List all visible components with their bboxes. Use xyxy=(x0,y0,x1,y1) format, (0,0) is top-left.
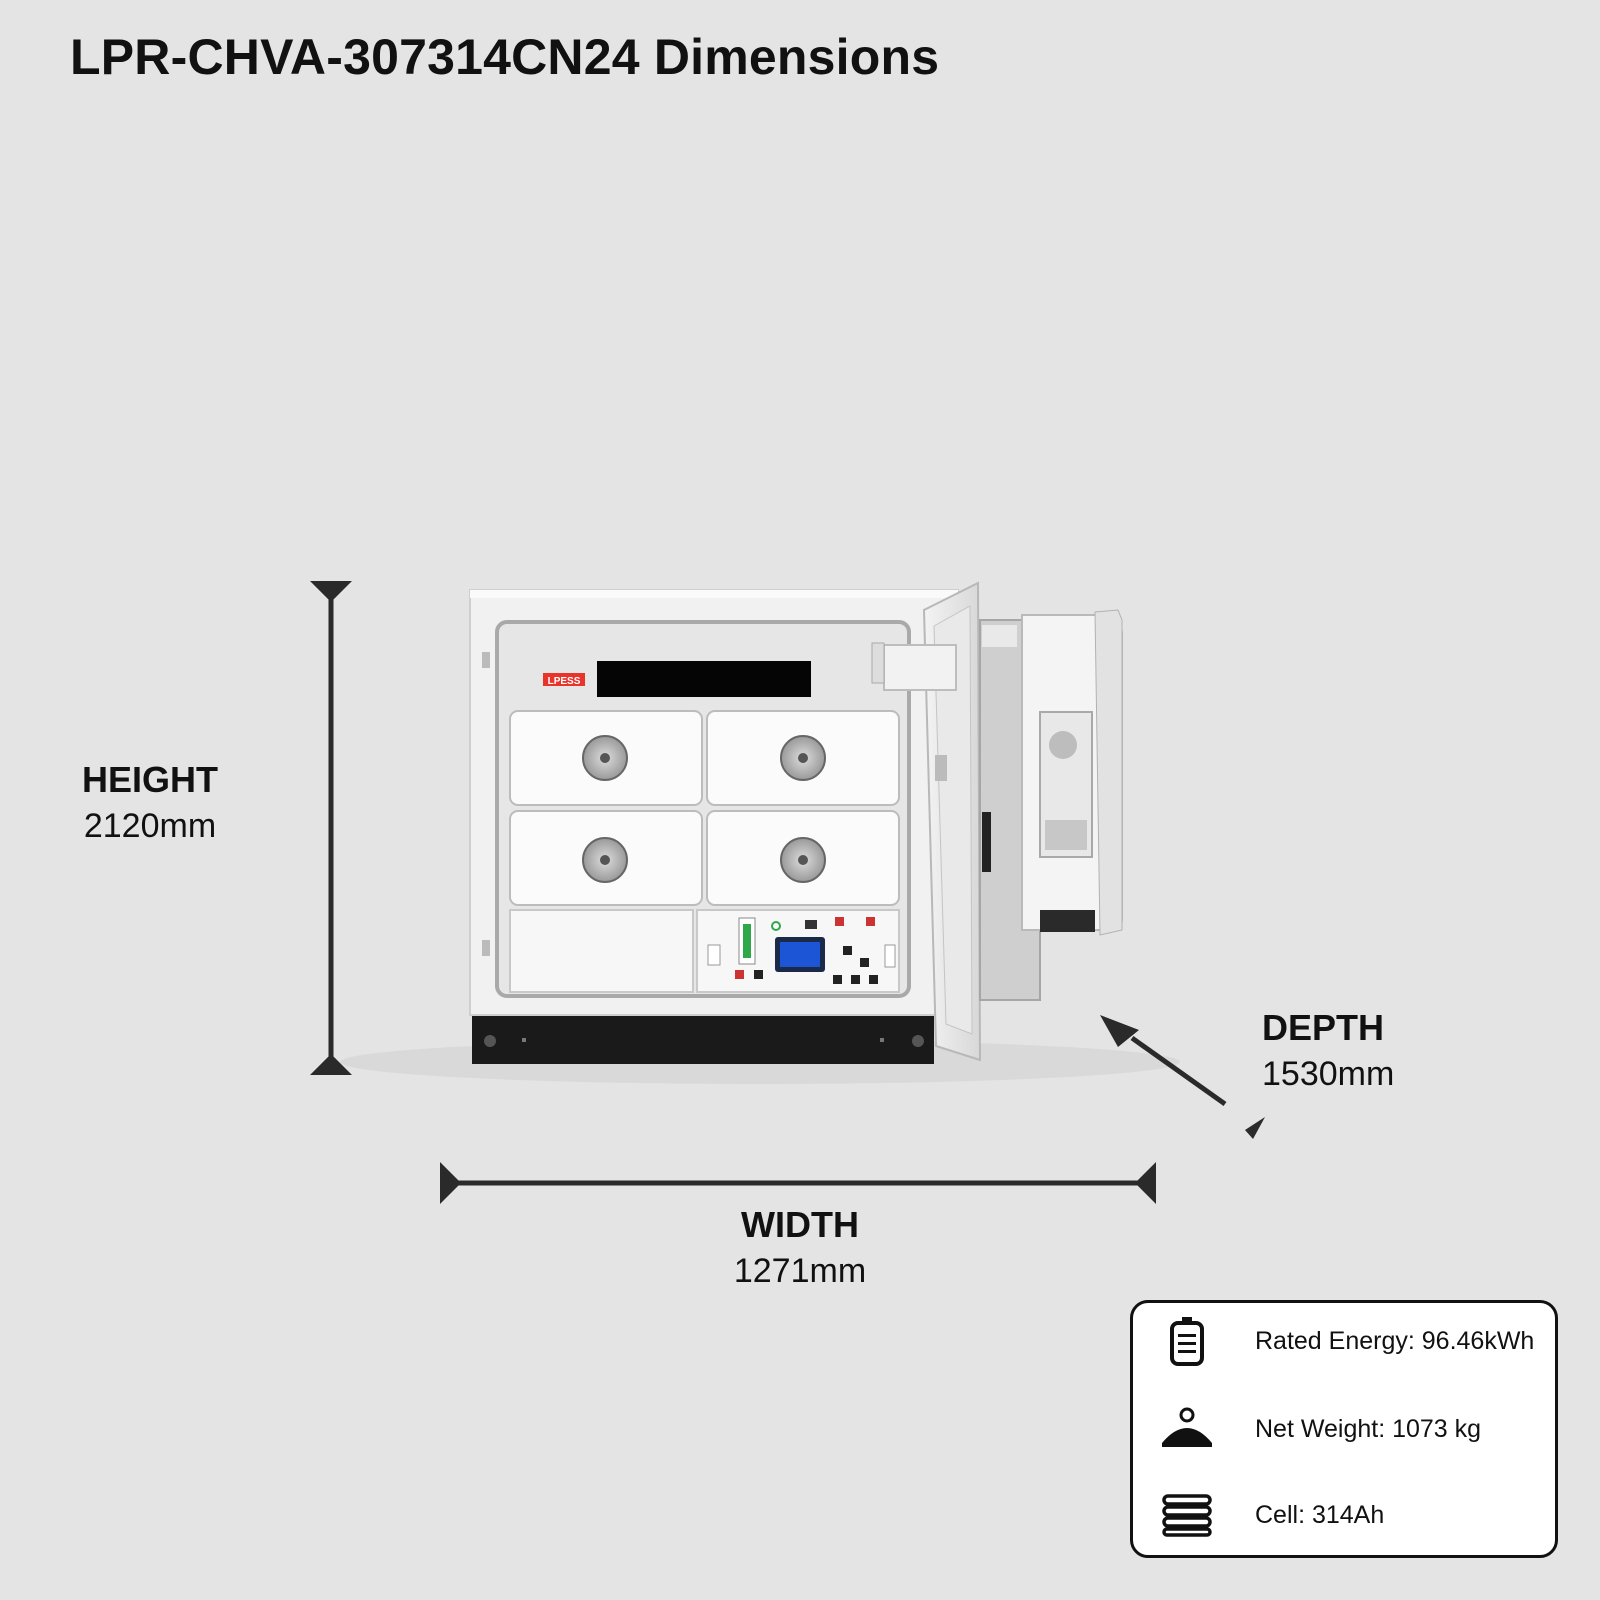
depth-arrow xyxy=(1100,1015,1265,1139)
brand-text: LPESS xyxy=(548,676,581,687)
weight-icon xyxy=(1157,1404,1217,1454)
spec-energy-text: Rated Energy: 96.46kWh xyxy=(1255,1326,1535,1355)
width-name: WIDTH xyxy=(741,1204,859,1245)
width-label: WIDTH 1271mm xyxy=(690,1202,910,1293)
brand-logo xyxy=(543,673,585,686)
spec-card: Rated Energy: 96.46kWh Net Weight: 1073 … xyxy=(1130,1300,1558,1558)
spec-row-energy: Rated Energy: 96.46kWh xyxy=(1133,1311,1555,1371)
battery-icon xyxy=(1157,1316,1217,1366)
battery-module xyxy=(509,810,703,906)
height-name: HEIGHT xyxy=(81,759,218,800)
control-box xyxy=(509,909,900,993)
spec-cell-text: Cell: 314Ah xyxy=(1255,1500,1385,1529)
height-label: HEIGHT 2120mm xyxy=(60,757,240,848)
door-bracket xyxy=(883,644,957,691)
latch-top xyxy=(482,652,490,668)
spec-row-weight: Net Weight: 1073 kg xyxy=(1133,1399,1555,1459)
battery-modules xyxy=(509,710,900,906)
vent-grille-icon xyxy=(1049,731,1077,759)
width-value: 1271mm xyxy=(733,1251,867,1290)
battery-module xyxy=(706,810,900,906)
power-indicator-icon xyxy=(771,921,781,931)
height-arrow xyxy=(310,581,352,1075)
depth-label: DEPTH 1530mm xyxy=(1262,1005,1422,1096)
depth-name: DEPTH xyxy=(1262,1007,1385,1048)
cell-stack-icon xyxy=(1157,1490,1217,1540)
battery-module xyxy=(706,710,900,806)
vent-grille-icon xyxy=(1045,820,1087,850)
side-ac-unit xyxy=(979,609,1123,1001)
spec-row-cell: Cell: 314Ah xyxy=(1133,1485,1555,1545)
battery-module xyxy=(509,710,703,806)
cabinet-door xyxy=(871,581,982,1062)
depth-value: 1530mm xyxy=(1262,1054,1395,1093)
height-value: 2120mm xyxy=(83,806,217,845)
cabinet-base xyxy=(472,1016,934,1064)
top-display-panel xyxy=(597,661,811,697)
width-arrow xyxy=(440,1162,1156,1204)
latch-bottom xyxy=(482,940,490,956)
page-title: LPR-CHVA-307314CN24 Dimensions xyxy=(70,29,940,85)
spec-weight-text: Net Weight: 1073 kg xyxy=(1255,1414,1482,1443)
